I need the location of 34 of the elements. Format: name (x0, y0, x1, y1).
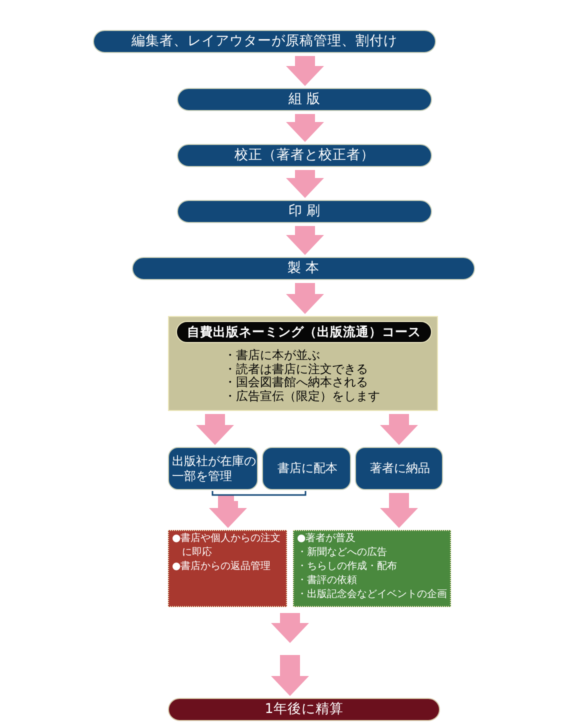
arrow (271, 613, 309, 696)
result-pill: 1年後に精算 (168, 698, 440, 721)
info-box (293, 530, 451, 607)
bullet-text: ・書評の依頼 (297, 574, 357, 588)
process-pill: 製 本 (132, 257, 475, 280)
bullet-text: ・書店に本が並ぶ (224, 349, 320, 362)
arrow (286, 226, 324, 255)
process-pill: 編集者、レイアウターが原稿管理、割付け (93, 30, 436, 53)
process-box: 書店に配本 (262, 447, 351, 490)
process-pill: 校正（著者と校正者） (177, 144, 432, 167)
bullet-text: ・出版記念会などイベントの企画 (297, 588, 447, 602)
arrow (196, 414, 234, 445)
process-box: 出版社が在庫の一部を管理 (168, 447, 258, 490)
arrow (286, 114, 324, 142)
arrow (380, 414, 418, 445)
arrow (286, 170, 324, 198)
bullet-text: ・読者は書店に注文できる (224, 362, 368, 376)
info-panel (168, 316, 438, 411)
bullet-text: ・ちらしの作成・配布 (297, 560, 397, 574)
heading-pill: 自費出版ネーミング（出版流通）コース (176, 321, 432, 343)
process-pill: 印 刷 (177, 200, 432, 223)
bullet-text: ・新聞などへの広告 (297, 546, 387, 560)
merge-arrow (209, 490, 306, 528)
process-box: 著者に納品 (355, 447, 443, 490)
process-pill: 組 版 (177, 88, 432, 111)
info-box (168, 530, 287, 607)
bullet-text: ・国会図書館へ納本される (224, 376, 368, 390)
bullet-text: ・広告宣伝（限定）をします (224, 390, 380, 403)
bullet-text: ●書店からの返品管理 (172, 560, 271, 574)
arrow (380, 493, 418, 528)
bullet-text: ●書店や個人からの注文に即応 (172, 532, 282, 560)
bullet-text: ●著者が普及 (297, 532, 356, 546)
arrow (286, 283, 324, 314)
arrow (286, 56, 324, 86)
